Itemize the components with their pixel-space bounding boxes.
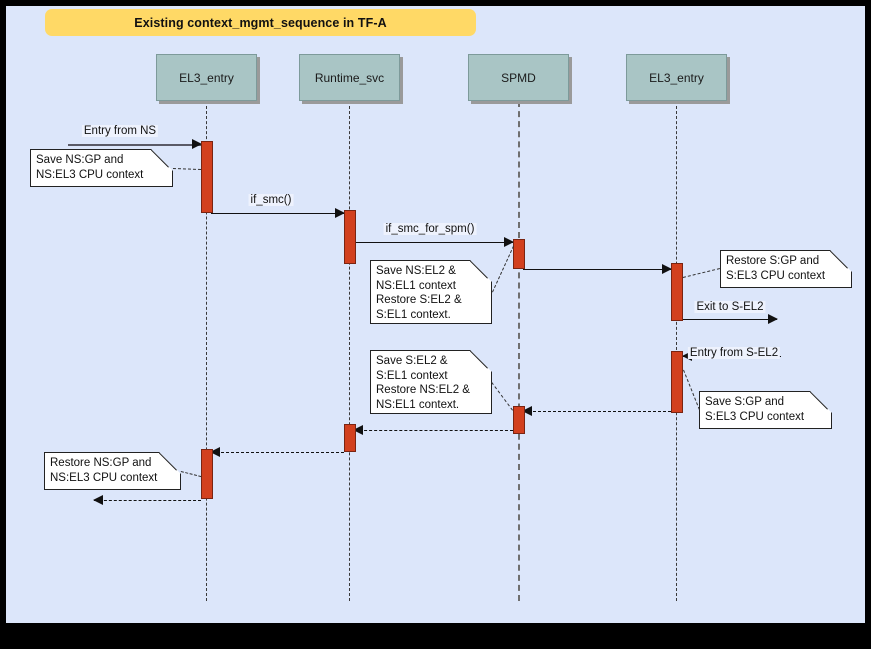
note-connector-note-save-s-el2 — [491, 382, 513, 411]
note-note-save-ns-gp: Save NS:GP and NS:EL3 CPU context — [30, 149, 173, 187]
note-fold-edge — [830, 250, 852, 272]
message-line — [523, 269, 671, 270]
lifeline-spmd — [518, 101, 520, 601]
message-line — [211, 452, 344, 453]
diagram-title-text: Existing context_mgmt_sequence in TF-A — [134, 15, 387, 30]
message-msg-exit-to-s-el2 — [681, 314, 778, 324]
activation-bar-el3_entry_left[interactable] — [201, 449, 213, 499]
message-msg-entry-from-ns — [68, 139, 202, 149]
message-line — [681, 319, 777, 320]
arrowhead-left — [682, 351, 692, 361]
note-fold-edge — [151, 149, 173, 171]
note-note-save-s-el2: Save S:EL2 & S:EL1 context Restore NS:EL… — [370, 350, 492, 414]
message-line — [354, 430, 513, 431]
message-msg-runtime-to-el3-left — [210, 447, 344, 457]
activation-bar-el3_entry_left[interactable] — [201, 141, 213, 213]
note-fold-edge — [470, 350, 492, 372]
participant-label: EL3_entry — [179, 70, 234, 85]
participant-el3_entry_right[interactable]: EL3_entry — [626, 54, 727, 101]
message-msg-if-smc — [211, 208, 345, 218]
note-note-restore-s-gp: Restore S:GP and S:EL3 CPU context — [720, 250, 852, 288]
arrowhead-left — [210, 447, 220, 457]
activation-bar-el3_entry_right[interactable] — [671, 263, 683, 321]
message-msg-el3-right-to-spmd — [522, 406, 671, 416]
arrowhead-right — [768, 314, 778, 324]
participant-label: EL3_entry — [649, 70, 704, 85]
message-line — [211, 213, 344, 214]
participant-label: Runtime_svc — [314, 70, 385, 85]
arrowhead-right — [335, 208, 345, 218]
note-note-restore-ns-gp: Restore NS:GP and NS:EL3 CPU context — [44, 452, 181, 490]
message-label-msg-entry-from-s-el2: Entry from S-EL2 — [687, 347, 781, 359]
participant-label: SPMD — [501, 70, 536, 85]
participant-spmd[interactable]: SPMD — [468, 54, 569, 101]
message-label-msg-if-smc-for-spm: if_smc_for_spm() — [383, 223, 477, 235]
activation-bar-spmd[interactable] — [513, 239, 525, 269]
arrowhead-left — [93, 495, 103, 505]
diagram-title-banner: Existing context_mgmt_sequence in TF-A — [45, 9, 476, 36]
participant-runtime_svc[interactable]: Runtime_svc — [299, 54, 400, 101]
message-label-msg-entry-from-ns: Entry from NS — [81, 125, 159, 137]
arrowhead-right — [192, 139, 202, 149]
arrowhead-left — [353, 425, 363, 435]
note-connector-note-save-ns-gp — [172, 168, 201, 170]
activation-bar-runtime_svc[interactable] — [344, 210, 356, 264]
arrowhead-right — [662, 264, 672, 274]
activation-bar-spmd[interactable] — [513, 406, 525, 434]
diagram-canvas: Existing context_mgmt_sequence in TF-A E… — [6, 6, 865, 623]
lifeline-el3_entry_left — [206, 101, 207, 601]
note-connector-note-restore-s-gp — [682, 268, 720, 278]
message-line — [523, 411, 671, 412]
message-line — [94, 500, 201, 501]
note-fold-edge — [470, 260, 492, 282]
note-fold-edge — [159, 452, 181, 474]
participant-el3_entry_left[interactable]: EL3_entry — [156, 54, 257, 101]
note-connector-note-save-ns-el2 — [492, 246, 514, 293]
message-label-msg-if-smc: if_smc() — [248, 194, 294, 206]
note-note-save-ns-el2: Save NS:EL2 & NS:EL1 context Restore S:E… — [370, 260, 492, 324]
message-msg-if-smc-for-spm — [354, 237, 514, 247]
arrowhead-right — [504, 237, 514, 247]
message-line — [354, 242, 513, 243]
message-label-msg-exit-to-s-el2: Exit to S-EL2 — [694, 301, 766, 313]
activation-bar-runtime_svc[interactable] — [344, 424, 356, 452]
note-fold-edge — [810, 391, 832, 413]
arrowhead-left — [522, 406, 532, 416]
message-line — [68, 144, 201, 146]
message-msg-spmd-to-runtime — [353, 425, 513, 435]
note-connector-note-save-s-gp — [683, 369, 700, 410]
note-connector-note-restore-ns-gp — [180, 471, 201, 477]
message-msg-spmd-to-el3-right — [523, 264, 672, 274]
message-msg-return-to-ns — [93, 495, 201, 505]
activation-bar-el3_entry_right[interactable] — [671, 351, 683, 413]
note-note-save-s-gp: Save S:GP and S:EL3 CPU context — [699, 391, 832, 429]
lifeline-runtime_svc — [349, 101, 350, 601]
